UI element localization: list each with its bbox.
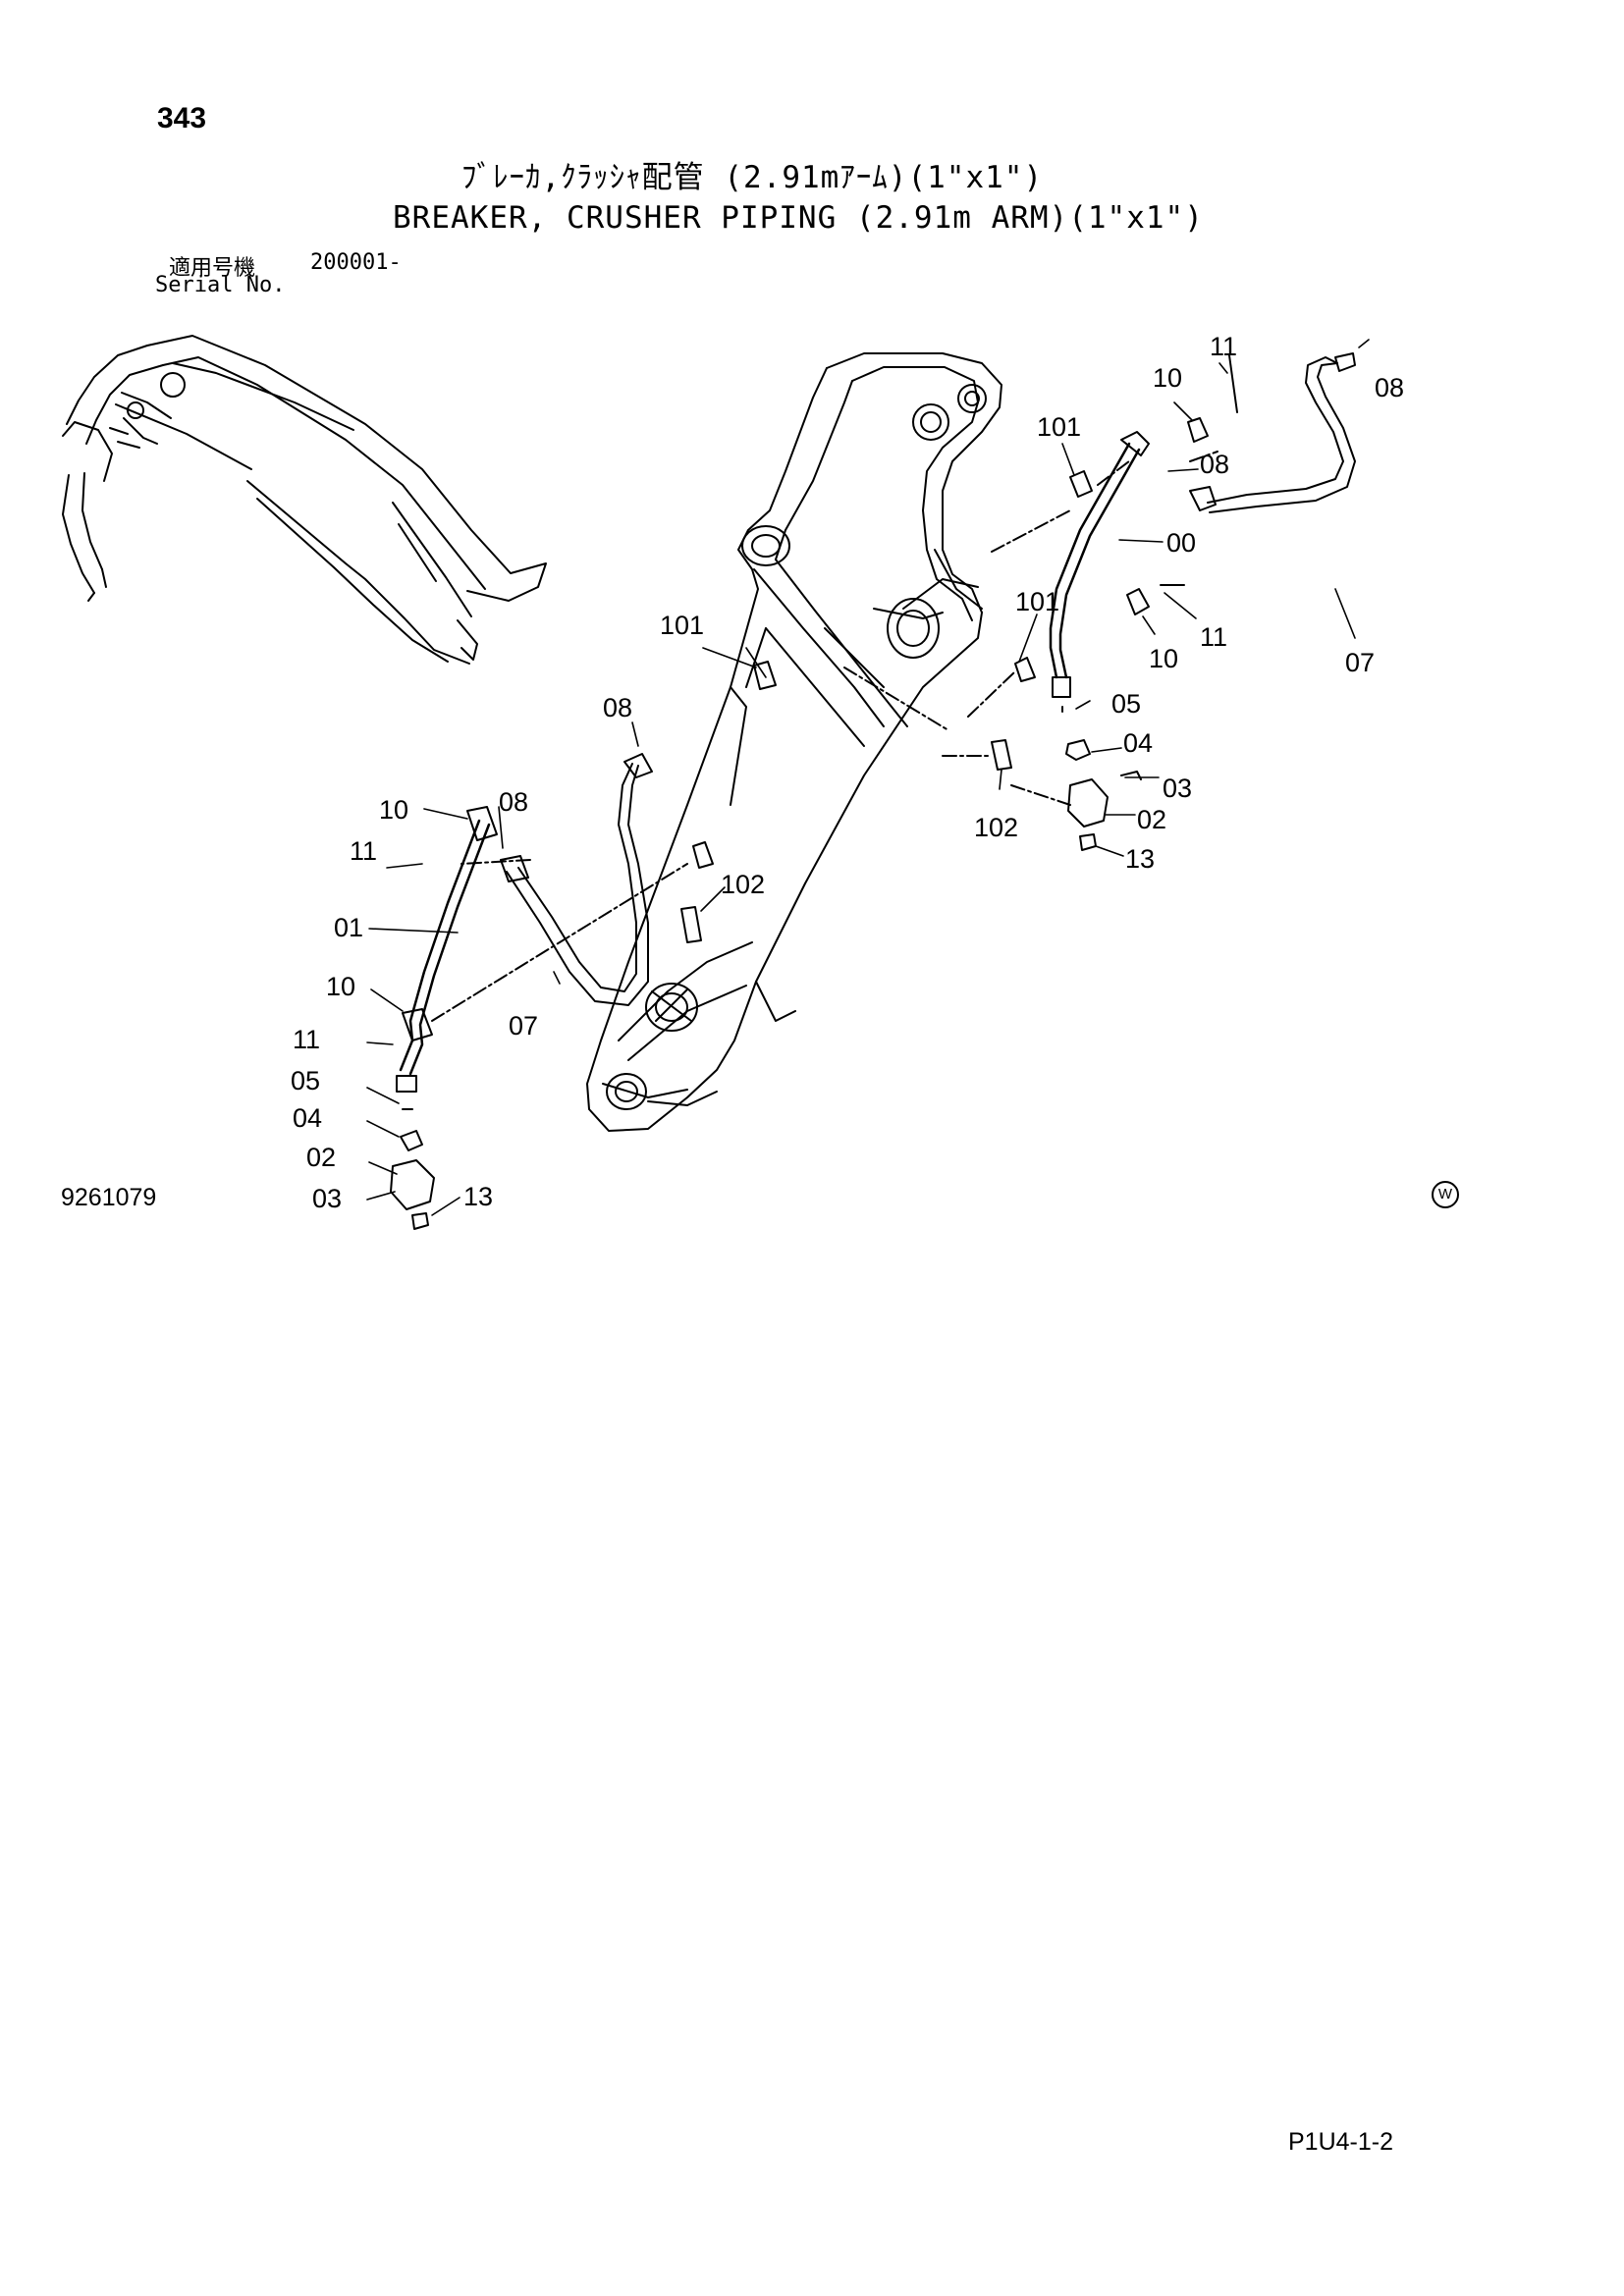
left-pipe-assembly	[390, 753, 688, 1230]
callout-05: 05	[1111, 689, 1141, 719]
callout-07: 07	[1345, 648, 1375, 677]
callout-01: 01	[334, 913, 363, 942]
arm-body	[586, 352, 1002, 1132]
callout-10: 10	[1149, 644, 1178, 673]
callout-02: 02	[306, 1143, 336, 1172]
callout-11: 11	[293, 1025, 320, 1054]
callout-08: 08	[1375, 373, 1404, 402]
callout-102: 102	[974, 813, 1018, 842]
title-english: BREAKER, CRUSHER PIPING (2.91m ARM)(1"x1…	[393, 200, 1204, 236]
callout-11: 11	[1200, 622, 1227, 652]
serial-label-english: Serial No.	[155, 273, 286, 297]
callout-101: 101	[1015, 587, 1059, 616]
callout-04: 04	[293, 1103, 322, 1133]
overview-excavator-front	[62, 335, 547, 665]
callout-03: 03	[312, 1184, 342, 1213]
callout-leaders	[366, 339, 1370, 1216]
callout-10: 10	[1153, 363, 1182, 393]
callout-05: 05	[291, 1066, 320, 1095]
callout-08: 08	[1200, 450, 1229, 479]
drawing-number: 9261079	[61, 1184, 157, 1211]
w-circle-mark: W	[1432, 1181, 1459, 1208]
callout-11: 11	[350, 836, 377, 866]
callout-08: 08	[603, 693, 632, 722]
page-code: P1U4-1-2	[1288, 2128, 1393, 2156]
page-number: 343	[157, 102, 207, 134]
serial-label-japanese: 適用号機	[169, 256, 256, 281]
parts-diagram: 11 10 08 101 08 00 101 11 10 07 101 05 0…	[62, 332, 1404, 1230]
callout-10: 10	[379, 795, 408, 825]
callout-11: 11	[1210, 332, 1237, 361]
callout-13: 13	[463, 1182, 493, 1211]
callout-00: 00	[1166, 528, 1196, 558]
callout-13: 13	[1125, 844, 1155, 874]
callout-101: 101	[1037, 412, 1081, 442]
callout-10: 10	[326, 972, 355, 1001]
callout-08: 08	[499, 787, 528, 817]
callout-04: 04	[1123, 728, 1153, 758]
callout-03: 03	[1163, 774, 1192, 803]
callout-labels: 11 10 08 101 08 00 101 11 10 07 101 05 0…	[291, 332, 1404, 1213]
callout-102: 102	[721, 870, 765, 899]
callout-101: 101	[660, 611, 704, 640]
callout-02: 02	[1137, 805, 1166, 834]
title-japanese: ﾌﾞﾚｰｶ,ｸﾗｯｼｬ配管 (2.91mｱｰﾑ)(1"x1")	[461, 160, 1044, 195]
callout-07: 07	[509, 1011, 538, 1041]
right-pipe-assembly	[680, 352, 1356, 943]
serial-range: 200001-	[310, 250, 402, 275]
